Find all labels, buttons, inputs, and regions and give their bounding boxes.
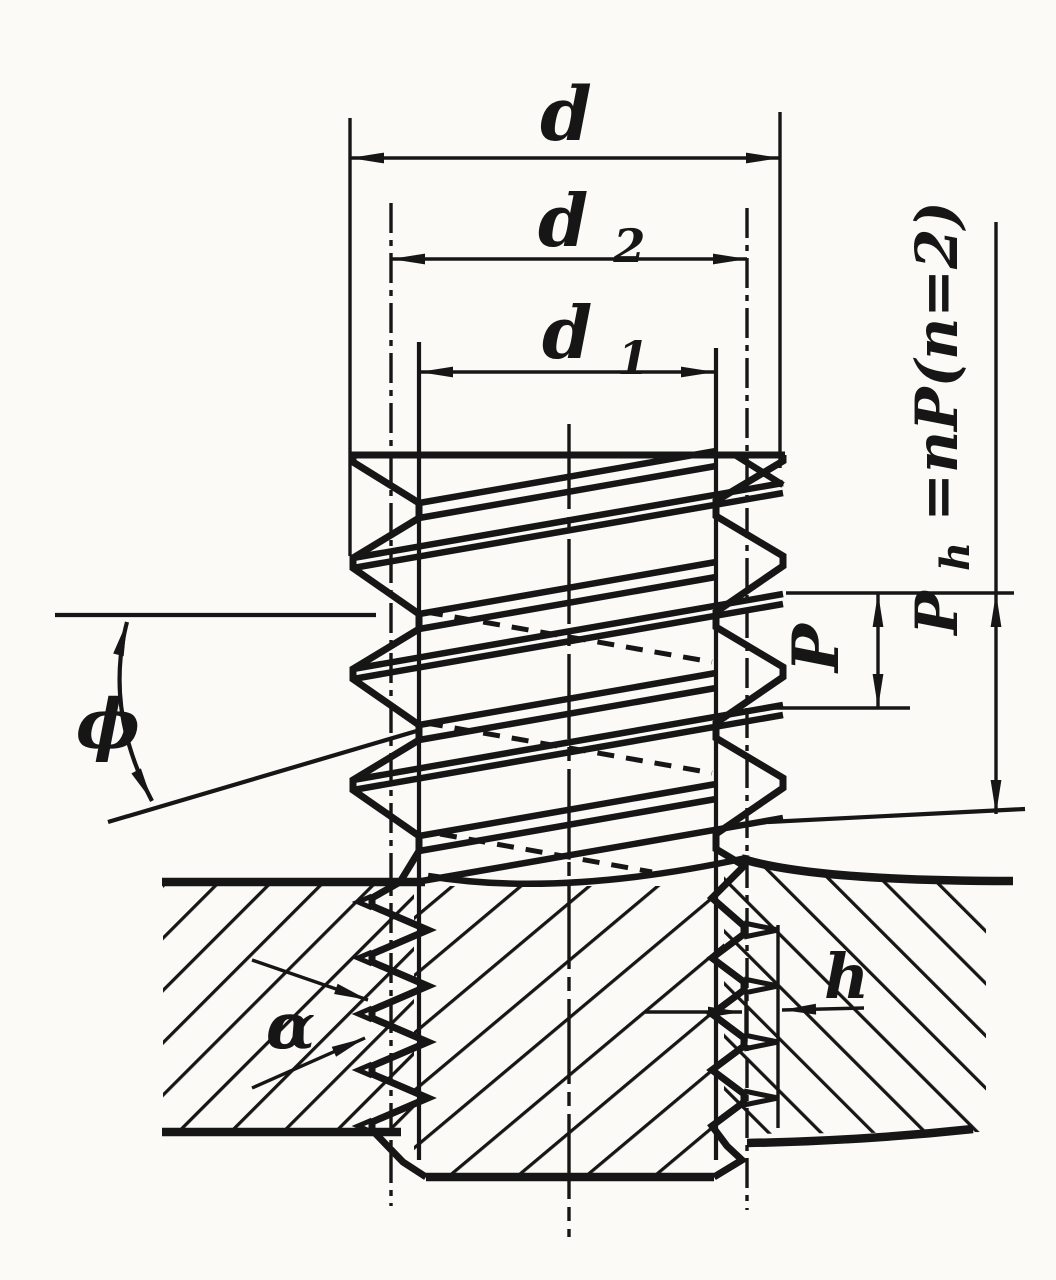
screw-in-nut bbox=[351, 854, 780, 1182]
label-major-diameter: d bbox=[540, 72, 592, 158]
helix-angle-arc bbox=[113, 621, 154, 802]
label-helix-angle: ϕ bbox=[76, 685, 140, 765]
label-minor-diameter: d 1 bbox=[542, 290, 649, 385]
thread-angle-annotation: α bbox=[251, 958, 369, 1090]
screw-thread-body bbox=[349, 447, 787, 888]
dimension-pitch-diameter: d 2 bbox=[391, 178, 747, 273]
thread-runout-arc bbox=[427, 854, 747, 888]
nut-section-right-hatching bbox=[724, 866, 986, 1134]
thread-flank-top-right bbox=[733, 452, 785, 488]
helix-tangent-line bbox=[107, 727, 421, 825]
hidden-back-helix-lines bbox=[425, 609, 713, 875]
nut-thread-roots-right bbox=[743, 920, 780, 1128]
nut-right-top-edge bbox=[744, 855, 1014, 886]
working-height-annotation: h bbox=[645, 940, 869, 1042]
nut-section-left bbox=[162, 877, 425, 1137]
h-arrow-right bbox=[781, 1003, 865, 1015]
nut-section-left-hatching bbox=[163, 886, 414, 1128]
alpha-ray-lower bbox=[251, 1036, 366, 1090]
label-working-height: h bbox=[824, 940, 869, 1013]
helix-root-lines bbox=[418, 447, 717, 855]
dimension-major-diameter: d bbox=[350, 72, 780, 164]
helix-crest-lines bbox=[352, 479, 784, 886]
label-pitch-diameter: d 2 bbox=[538, 178, 645, 273]
dimension-minor-diameter: d 1 bbox=[419, 290, 715, 385]
label-thread-angle: α bbox=[266, 989, 315, 1064]
alpha-ray-upper bbox=[251, 958, 369, 1002]
label-lead: P h =nP(n=2) bbox=[903, 201, 983, 637]
dimension-pitch: P bbox=[758, 591, 1014, 710]
dimension-lead: P h =nP(n=2) bbox=[767, 201, 1026, 825]
nut-thread-roots-left bbox=[351, 893, 373, 1135]
nut-section-right bbox=[744, 855, 1014, 1148]
label-pitch: P bbox=[779, 622, 854, 674]
thread-profile-right bbox=[712, 455, 787, 871]
nut-right-bottom-edge bbox=[746, 1124, 974, 1148]
engaged-teeth-right bbox=[706, 854, 750, 1180]
lead-extension-bottom bbox=[767, 806, 1026, 825]
helix-angle-annotation: ϕ bbox=[55, 612, 421, 825]
